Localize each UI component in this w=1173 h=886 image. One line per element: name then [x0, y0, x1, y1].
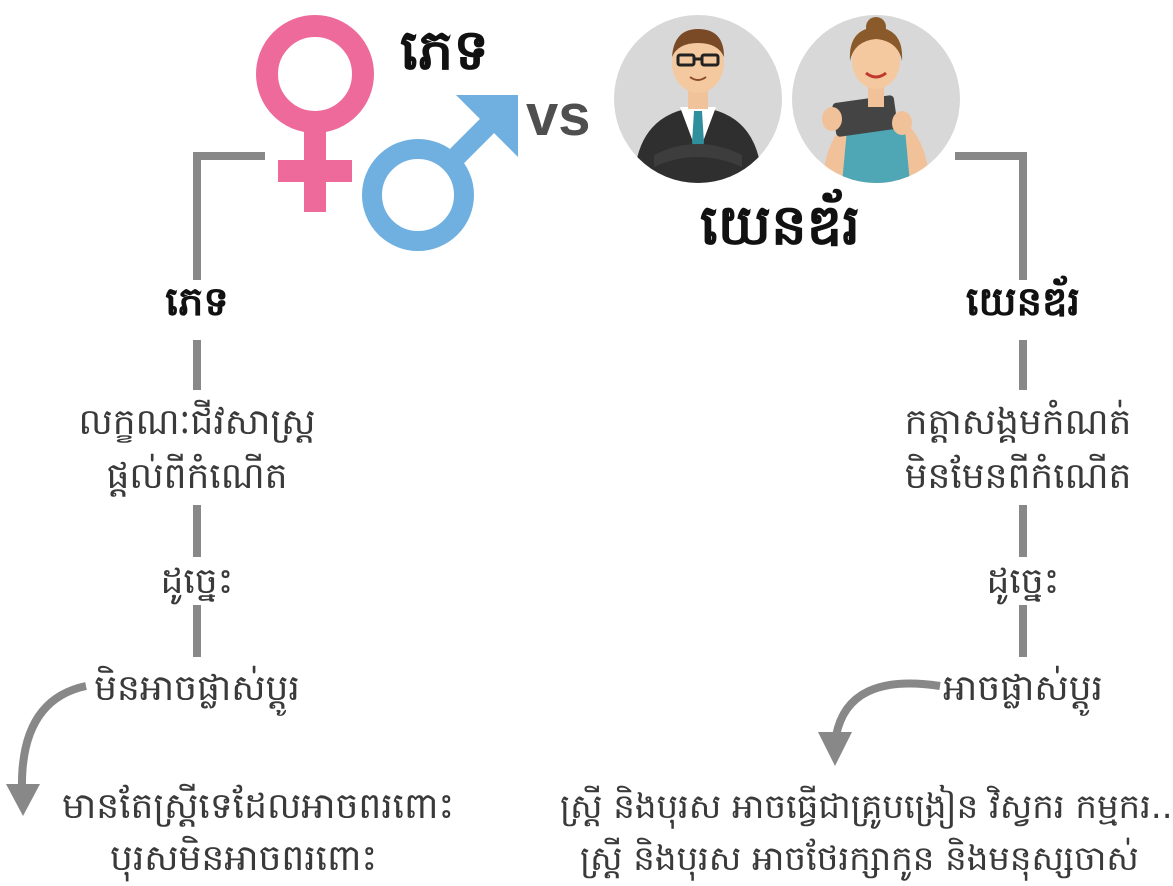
right-heading: យេនឌ័រ	[965, 278, 1081, 325]
businesswoman-icon	[792, 15, 960, 183]
right-conclusion: អាចផ្លាស់ប្តូរ	[943, 668, 1103, 709]
right-therefore: ដូច្នេះ	[986, 561, 1060, 602]
left-definition-line2: ផ្តល់ពីកំណើត	[106, 456, 288, 497]
businessman-icon	[614, 15, 782, 183]
right-connector-1	[1019, 340, 1027, 390]
right-definition-line2: មិនមែនពីកំណើត	[904, 456, 1132, 497]
left-curved-arrow-icon	[6, 682, 87, 816]
left-example-line1: មានតែស្ត្រីទេដែលអាចពរពោះ	[62, 786, 455, 827]
vs-label: vs	[526, 83, 591, 148]
right-example-line2: ស្ត្រី និងបុរស អាចថែរក្សាកូន និងមនុស្សចា…	[580, 839, 1139, 879]
left-connector-1	[193, 340, 201, 390]
left-bracket-top	[193, 152, 265, 160]
left-therefore: ដូច្នេះ	[160, 561, 234, 602]
right-definition-line1: កត្តាសង្គមកំណត់	[904, 402, 1132, 443]
left-definition-line1: លក្ខណៈជីវសាស្ត្រ	[78, 402, 316, 443]
left-connector-3	[193, 605, 201, 657]
gender-title: យេនឌ័រ	[700, 192, 860, 258]
right-connector-3	[1019, 605, 1027, 657]
female-symbol-icon	[256, 15, 374, 212]
left-connector-2	[193, 505, 201, 557]
sex-title: ភេទ	[400, 17, 489, 83]
right-bracket-vertical	[1019, 152, 1027, 280]
right-curved-arrow-icon	[818, 679, 941, 766]
left-conclusion: មិនអាចផ្លាស់ប្តូរ	[94, 668, 300, 709]
right-example-line1: ស្ត្រី និងបុរស អាចធ្វើជាគ្រូបង្រៀន វិស្វ…	[560, 787, 1173, 827]
right-connector-2	[1019, 505, 1027, 557]
left-bracket-vertical	[193, 152, 201, 280]
left-heading: ភេទ	[165, 278, 229, 325]
right-bracket-top	[955, 152, 1027, 160]
male-symbol-icon	[362, 95, 518, 251]
left-example-line2: បុរសមិនអាចពរពោះ	[110, 838, 378, 879]
